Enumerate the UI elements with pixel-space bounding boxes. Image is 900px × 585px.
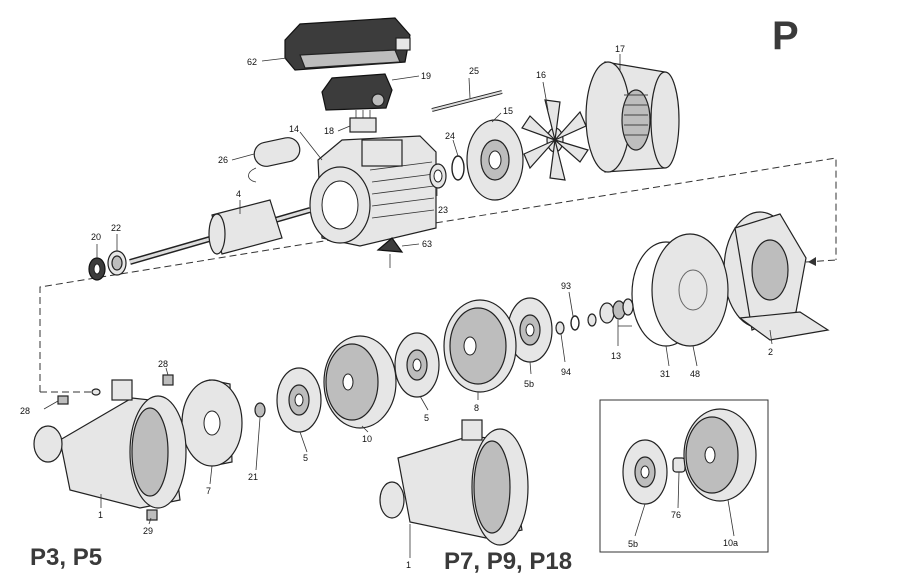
part-8-diffuser (443, 299, 517, 393)
detail-inset-frame (599, 399, 769, 553)
part-15-end-shield (466, 119, 524, 201)
label-part-26: 26 (218, 155, 228, 165)
label-part-1-left: 1 (98, 510, 103, 520)
part-5-impeller-b (276, 367, 322, 433)
label-part-17: 17 (615, 44, 625, 54)
part-62-terminal-cover (284, 17, 411, 71)
part-16-fan (521, 99, 589, 181)
part-63-cable-gland (376, 237, 404, 268)
part-5b-impeller-detail (622, 439, 668, 505)
label-part-10: 10 (362, 434, 372, 444)
label-part-63: 63 (422, 239, 432, 249)
label-part-24: 24 (445, 131, 455, 141)
label-part-4: 4 (236, 189, 241, 199)
part-7-stage-disk (181, 379, 243, 467)
label-part-10a: 10a (723, 538, 738, 548)
part-26-capacitor (248, 137, 301, 183)
label-part-5b-inset: 5b (628, 539, 638, 549)
label-part-93: 93 (561, 281, 571, 291)
small-plug (91, 388, 101, 396)
part-5b-impeller (507, 297, 553, 363)
label-part-48: 48 (690, 369, 700, 379)
label-part-7: 7 (206, 486, 211, 496)
part-23-bearing (429, 163, 447, 189)
label-part-76: 76 (671, 510, 681, 520)
label-part-19: 19 (421, 71, 431, 81)
label-part-20: 20 (91, 232, 101, 242)
part-13-mechanical-seal (599, 298, 634, 324)
label-part-2: 2 (768, 347, 773, 357)
label-part-16: 16 (536, 70, 546, 80)
label-part-14: 14 (289, 124, 299, 134)
part-1-pump-body-p7-p18 (379, 419, 529, 546)
part-19-connection-box (321, 73, 393, 111)
part-24-spring-washer (451, 155, 465, 181)
part-18-terminal-block (349, 110, 377, 133)
label-part-62: 62 (247, 57, 257, 67)
part-10-diffuser (323, 335, 397, 429)
label-part-5b: 5b (524, 379, 534, 389)
label-part-1-right: 1 (406, 560, 411, 570)
label-part-15: 15 (503, 106, 513, 116)
part-94-washer (555, 321, 565, 335)
label-part-22: 22 (111, 223, 121, 233)
part-22-bearing (107, 250, 127, 276)
label-part-13: 13 (611, 351, 621, 361)
part-17-fan-cover (585, 61, 680, 173)
label-part-5-left: 5 (303, 453, 308, 463)
part-20-seal-ring (88, 257, 106, 281)
label-part-94: 94 (561, 367, 571, 377)
part-25-tie-rod (431, 90, 503, 112)
label-part-23: 23 (438, 205, 448, 215)
label-part-8: 8 (474, 403, 479, 413)
part-93-snap-ring (570, 315, 580, 331)
label-part-29: 29 (143, 526, 153, 536)
part-76-sleeve (672, 457, 686, 473)
part-10a-diffuser-detail (683, 408, 757, 502)
label-part-28-top: 28 (158, 359, 168, 369)
assembly-arrow (808, 257, 816, 266)
part-1-pump-body-p3-p5 (33, 379, 187, 509)
leader-lines (43, 54, 773, 558)
page-letter: P (772, 14, 799, 58)
part-29-drain-plug (146, 509, 158, 521)
part-21-nut (254, 402, 266, 418)
model-group-p7-p9-p18: P7, P9, P18 (444, 548, 573, 575)
part-4-rotor-shaft (129, 199, 311, 265)
spacer-sleeve (587, 313, 597, 327)
label-part-18: 18 (324, 126, 334, 136)
model-group-p3-p5: P3, P5 (30, 544, 103, 571)
part-5-impeller-a (394, 332, 440, 398)
label-part-5-center: 5 (424, 413, 429, 423)
part-28-plug-left (57, 395, 69, 405)
part-28-plug-top (162, 374, 174, 386)
part-14-motor-housing (309, 135, 437, 247)
label-part-31: 31 (660, 369, 670, 379)
label-part-28-left: 28 (20, 406, 30, 416)
label-part-25: 25 (469, 66, 479, 76)
label-part-21: 21 (248, 472, 258, 482)
part-48-gasket (651, 233, 729, 347)
part-2-motor-bracket (723, 211, 830, 341)
